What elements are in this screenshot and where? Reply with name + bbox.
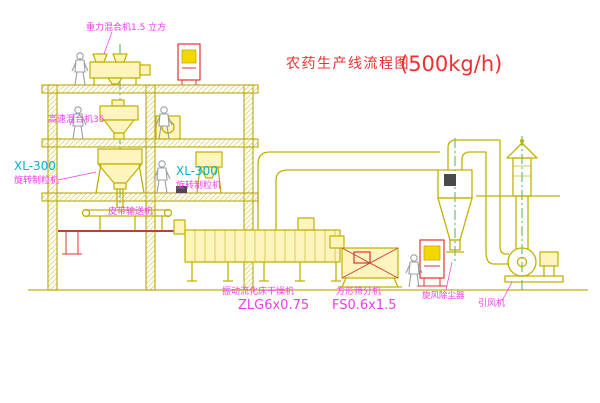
worker-figure <box>153 160 171 194</box>
high-speed-mixer-label: 高速混合机35 <box>48 113 104 125</box>
granulator-xl300 <box>95 148 145 208</box>
granulator-left-label: 旋转制粒机 <box>14 174 59 186</box>
mixer-label: 重力混合机1.5 立方 <box>86 21 166 33</box>
control-panel-lower <box>417 239 447 287</box>
sifter-model-label: FS0.6x1.5 <box>332 298 397 313</box>
diagram-capacity: (500kg/h) <box>400 52 502 76</box>
label-leaders <box>57 31 513 302</box>
fluid-bed-dryer <box>173 217 341 282</box>
cyclone-label: 旋风除尘器 <box>422 290 465 301</box>
cyclone-separator <box>437 139 509 265</box>
belt-conveyor <box>58 208 186 255</box>
fan-label: 引风机 <box>478 297 505 309</box>
diagram-title: 农药生产线流程图 <box>286 56 410 72</box>
belt-conveyor-label: 皮带输送机 <box>108 205 153 217</box>
vent-stack <box>476 138 560 197</box>
control-panel-upper <box>177 43 201 85</box>
induced-draft-fan <box>504 196 564 283</box>
granulator-center-model-label: XL-300 <box>176 164 218 178</box>
dryer-model-label: ZLG6x0.75 <box>238 298 309 313</box>
granulator-center-label: 旋转制粒机 <box>176 179 221 191</box>
gravity-mixer <box>89 53 151 85</box>
high-speed-mixer <box>99 99 139 140</box>
building-frame <box>28 84 588 291</box>
sifter-label: 方形筛分机 <box>336 285 381 297</box>
exhaust-duct <box>257 151 440 230</box>
granulator-left-model-label: XL-300 <box>14 159 56 173</box>
dryer-label: 振动流化床干燥机 <box>222 285 294 297</box>
side-machine-3f <box>195 151 223 194</box>
square-sifter <box>329 235 402 288</box>
worker-figure <box>71 52 89 86</box>
